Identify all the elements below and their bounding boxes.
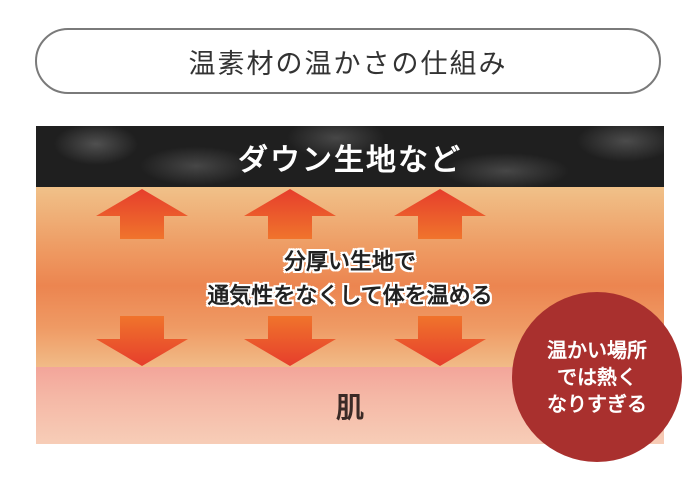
up-arrow-icon: [96, 189, 188, 239]
skin-label: 肌: [335, 390, 364, 424]
badge-line-1: 温かい場所: [547, 337, 647, 362]
down-arrow-icon: [244, 316, 336, 366]
overheating-badge: 温かい場所 では熱く なりすぎる: [512, 292, 682, 462]
title-box: 温素材の温かさの仕組み: [35, 28, 661, 94]
badge-line-3: なりすぎる: [547, 391, 647, 416]
layer-diagram: ダウン生地など 肌 分厚い: [36, 126, 664, 444]
badge-line-2: では熱く: [557, 364, 637, 389]
up-arrow-icon: [244, 189, 336, 239]
down-arrow-icon: [394, 316, 486, 366]
fabric-layer: ダウン生地など: [36, 126, 664, 187]
center-text-line-2: 通気性をなくして体を温める: [207, 284, 493, 309]
up-arrow-icon: [394, 189, 486, 239]
fabric-label: ダウン生地など: [238, 142, 462, 178]
diagram-title: 温素材の温かさの仕組み: [188, 48, 508, 80]
down-arrow-icon: [96, 316, 188, 366]
center-text-line-1: 分厚い生地で: [283, 250, 416, 275]
